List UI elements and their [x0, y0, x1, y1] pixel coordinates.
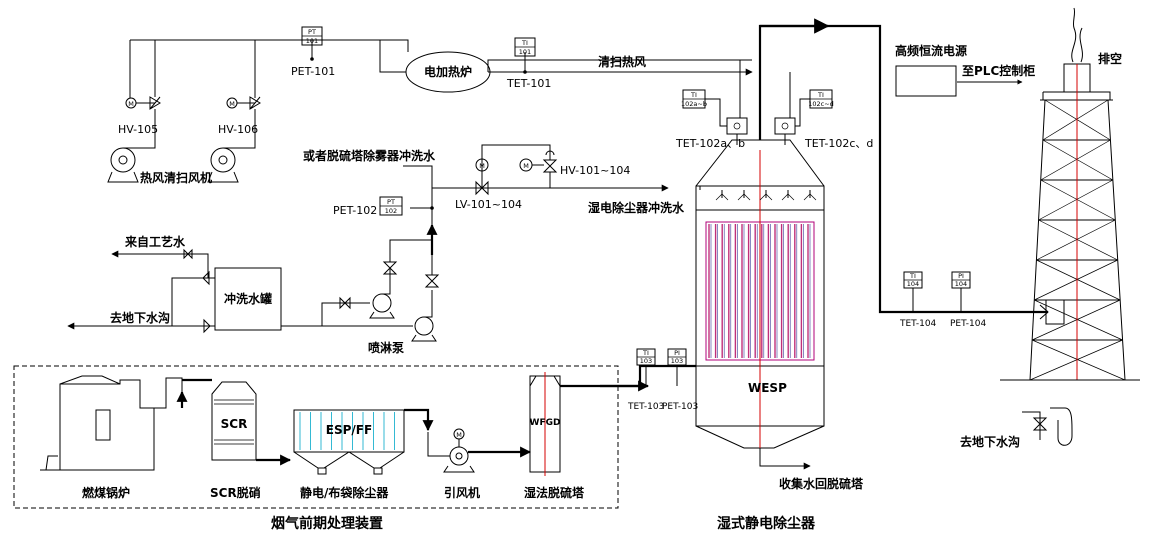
- wfgd-tower: WFGD: [529, 372, 561, 476]
- chimney-lattice: [1029, 99, 1126, 381]
- lv101-valve: M: [475, 144, 520, 196]
- svg-text:103: 103: [640, 357, 652, 365]
- hv101-valve: M: [519, 144, 558, 188]
- id-fan: M: [427, 428, 532, 473]
- to-plc-label: 至PLC控制柜: [962, 63, 1035, 78]
- pet103-label: PET-103: [662, 402, 698, 412]
- to-sewer-right-label: 去地下水沟: [960, 434, 1020, 449]
- svg-text:101: 101: [306, 37, 318, 45]
- svg-text:PT: PT: [308, 28, 316, 36]
- svg-text:102c~d: 102c~d: [808, 100, 834, 108]
- hf-power-label: 高频恒流电源: [895, 43, 967, 58]
- tet103-label: TET-103: [627, 402, 664, 412]
- svg-text:M: M: [456, 431, 462, 439]
- svg-text:TI: TI: [817, 91, 824, 99]
- process-water-label: 来自工艺水: [124, 234, 186, 249]
- wash-tank: [214, 267, 282, 331]
- ti101-instrument: TI 101: [514, 37, 536, 57]
- scr-denox-label: SCR脱硝: [210, 485, 261, 500]
- exhaust-label: 排空: [1098, 51, 1122, 66]
- ti103-instrument: TI 103: [636, 348, 656, 386]
- purge-fan-2: [207, 140, 256, 183]
- purge-air-label: 清扫热风: [598, 54, 646, 69]
- svg-text:M: M: [229, 100, 235, 108]
- pretreatment-frame: [13, 365, 619, 509]
- svg-text:M: M: [479, 162, 485, 170]
- svg-text:104: 104: [907, 280, 919, 288]
- spray-pump-label: 喷淋泵: [368, 340, 404, 355]
- svg-text:103: 103: [671, 357, 683, 365]
- svg-text:TI: TI: [909, 272, 916, 280]
- svg-text:M: M: [523, 162, 529, 170]
- boiler-label: 燃煤锅炉: [82, 485, 130, 500]
- svg-text:SCR: SCR: [221, 417, 248, 431]
- svg-text:PI: PI: [674, 349, 680, 357]
- fan-label: 热风清扫风机: [140, 170, 212, 185]
- pet101-label: PET-101: [291, 65, 335, 78]
- pretreatment-section: 燃煤锅炉 SCR SCR脱硝 ESP/FF 静电/布袋除尘器 M: [13, 365, 619, 532]
- purge-air-system: 电加热炉 PT 101 PET-101 TI 101 TET-101 清扫热风 …: [107, 26, 791, 185]
- pet102-label: PET-102: [333, 204, 377, 217]
- spray-pump-1: [369, 239, 432, 319]
- svg-text:PT: PT: [387, 198, 395, 206]
- hv101-label: HV-101~104: [560, 164, 630, 177]
- pt101-instrument: PT 101: [301, 26, 323, 46]
- wesp-wash-label: 湿电除尘器冲洗水: [588, 200, 685, 215]
- ti102ab-instrument: TI 102a~b: [681, 89, 727, 127]
- svg-text:102a~b: 102a~b: [681, 100, 707, 108]
- wesp-unit: TI 102a~b TET-102a、b TI 102c~d TET-102c、…: [560, 18, 1049, 532]
- tet102ab-label: TET-102a、b: [675, 137, 745, 150]
- pet104-label: PET-104: [950, 319, 986, 329]
- esp-dust-label: 静电/布袋除尘器: [300, 485, 389, 500]
- desulf-wash-label: 或者脱硫塔除雾器冲洗水: [303, 148, 436, 163]
- svg-text:101: 101: [519, 48, 531, 56]
- insulator-box-right: [774, 117, 796, 145]
- purge-fan-1: [107, 140, 156, 183]
- tet101-label: TET-101: [506, 77, 551, 90]
- hv106-label: HV-106: [218, 123, 258, 136]
- lv101-label: LV-101~104: [455, 198, 522, 211]
- esp-ff-unit: ESP/FF: [293, 408, 434, 475]
- tet102cd-label: TET-102c、d: [804, 137, 873, 150]
- svg-text:102: 102: [385, 207, 397, 215]
- chimney: 排空 去地下水沟: [960, 7, 1140, 449]
- collect-water-label: 收集水回脱硫塔: [779, 476, 864, 491]
- boiler: [40, 375, 212, 471]
- pt102-instrument: PT 102: [379, 196, 403, 216]
- heater-label: 电加热炉: [424, 64, 472, 79]
- id-fan-label: 引风机: [444, 485, 480, 500]
- pi103-instrument: PI 103: [667, 348, 687, 386]
- tet104-label: TET-104: [899, 319, 937, 329]
- hf-power-box: [895, 65, 957, 97]
- svg-text:104: 104: [955, 280, 967, 288]
- wesp-label: WESP: [748, 381, 787, 395]
- hv105-valve: M: [125, 40, 161, 140]
- outlet-instruments: TI 104 PI 104 TET-104 PET-104: [899, 271, 986, 329]
- svg-text:PI: PI: [958, 272, 964, 280]
- svg-text:WFGD: WFGD: [530, 418, 561, 428]
- to-sewer-label: 去地下水沟: [110, 310, 170, 325]
- svg-text:TI: TI: [642, 349, 649, 357]
- ti102cd-instrument: TI 102c~d: [795, 89, 834, 127]
- wesp-title: 湿式静电除尘器: [717, 515, 816, 532]
- svg-text:M: M: [128, 100, 134, 108]
- ti104-instrument: TI 104: [903, 271, 923, 312]
- wash-tank-label: 冲洗水罐: [224, 291, 272, 306]
- wash-water-system: 或者脱硫塔除雾器冲洗水 PT 102 PET-102 M LV-101~104 …: [67, 144, 685, 355]
- power-supply: 高频恒流电源 至PLC控制柜: [895, 43, 1035, 97]
- svg-text:TI: TI: [690, 91, 697, 99]
- svg-text:ESP/FF: ESP/FF: [326, 423, 372, 437]
- wesp-collecting-tubes: [708, 224, 811, 358]
- spray-pump-2: [411, 260, 440, 342]
- scr-reactor: SCR: [211, 381, 292, 466]
- wet-fgd-label: 湿法脱硫塔: [524, 485, 585, 500]
- hv105-label: HV-105: [118, 123, 158, 136]
- pretreatment-title: 烟气前期处理装置: [271, 515, 383, 532]
- pi104-instrument: PI 104: [951, 271, 971, 312]
- svg-text:TI: TI: [521, 39, 528, 47]
- hv106-valve: M: [226, 96, 261, 140]
